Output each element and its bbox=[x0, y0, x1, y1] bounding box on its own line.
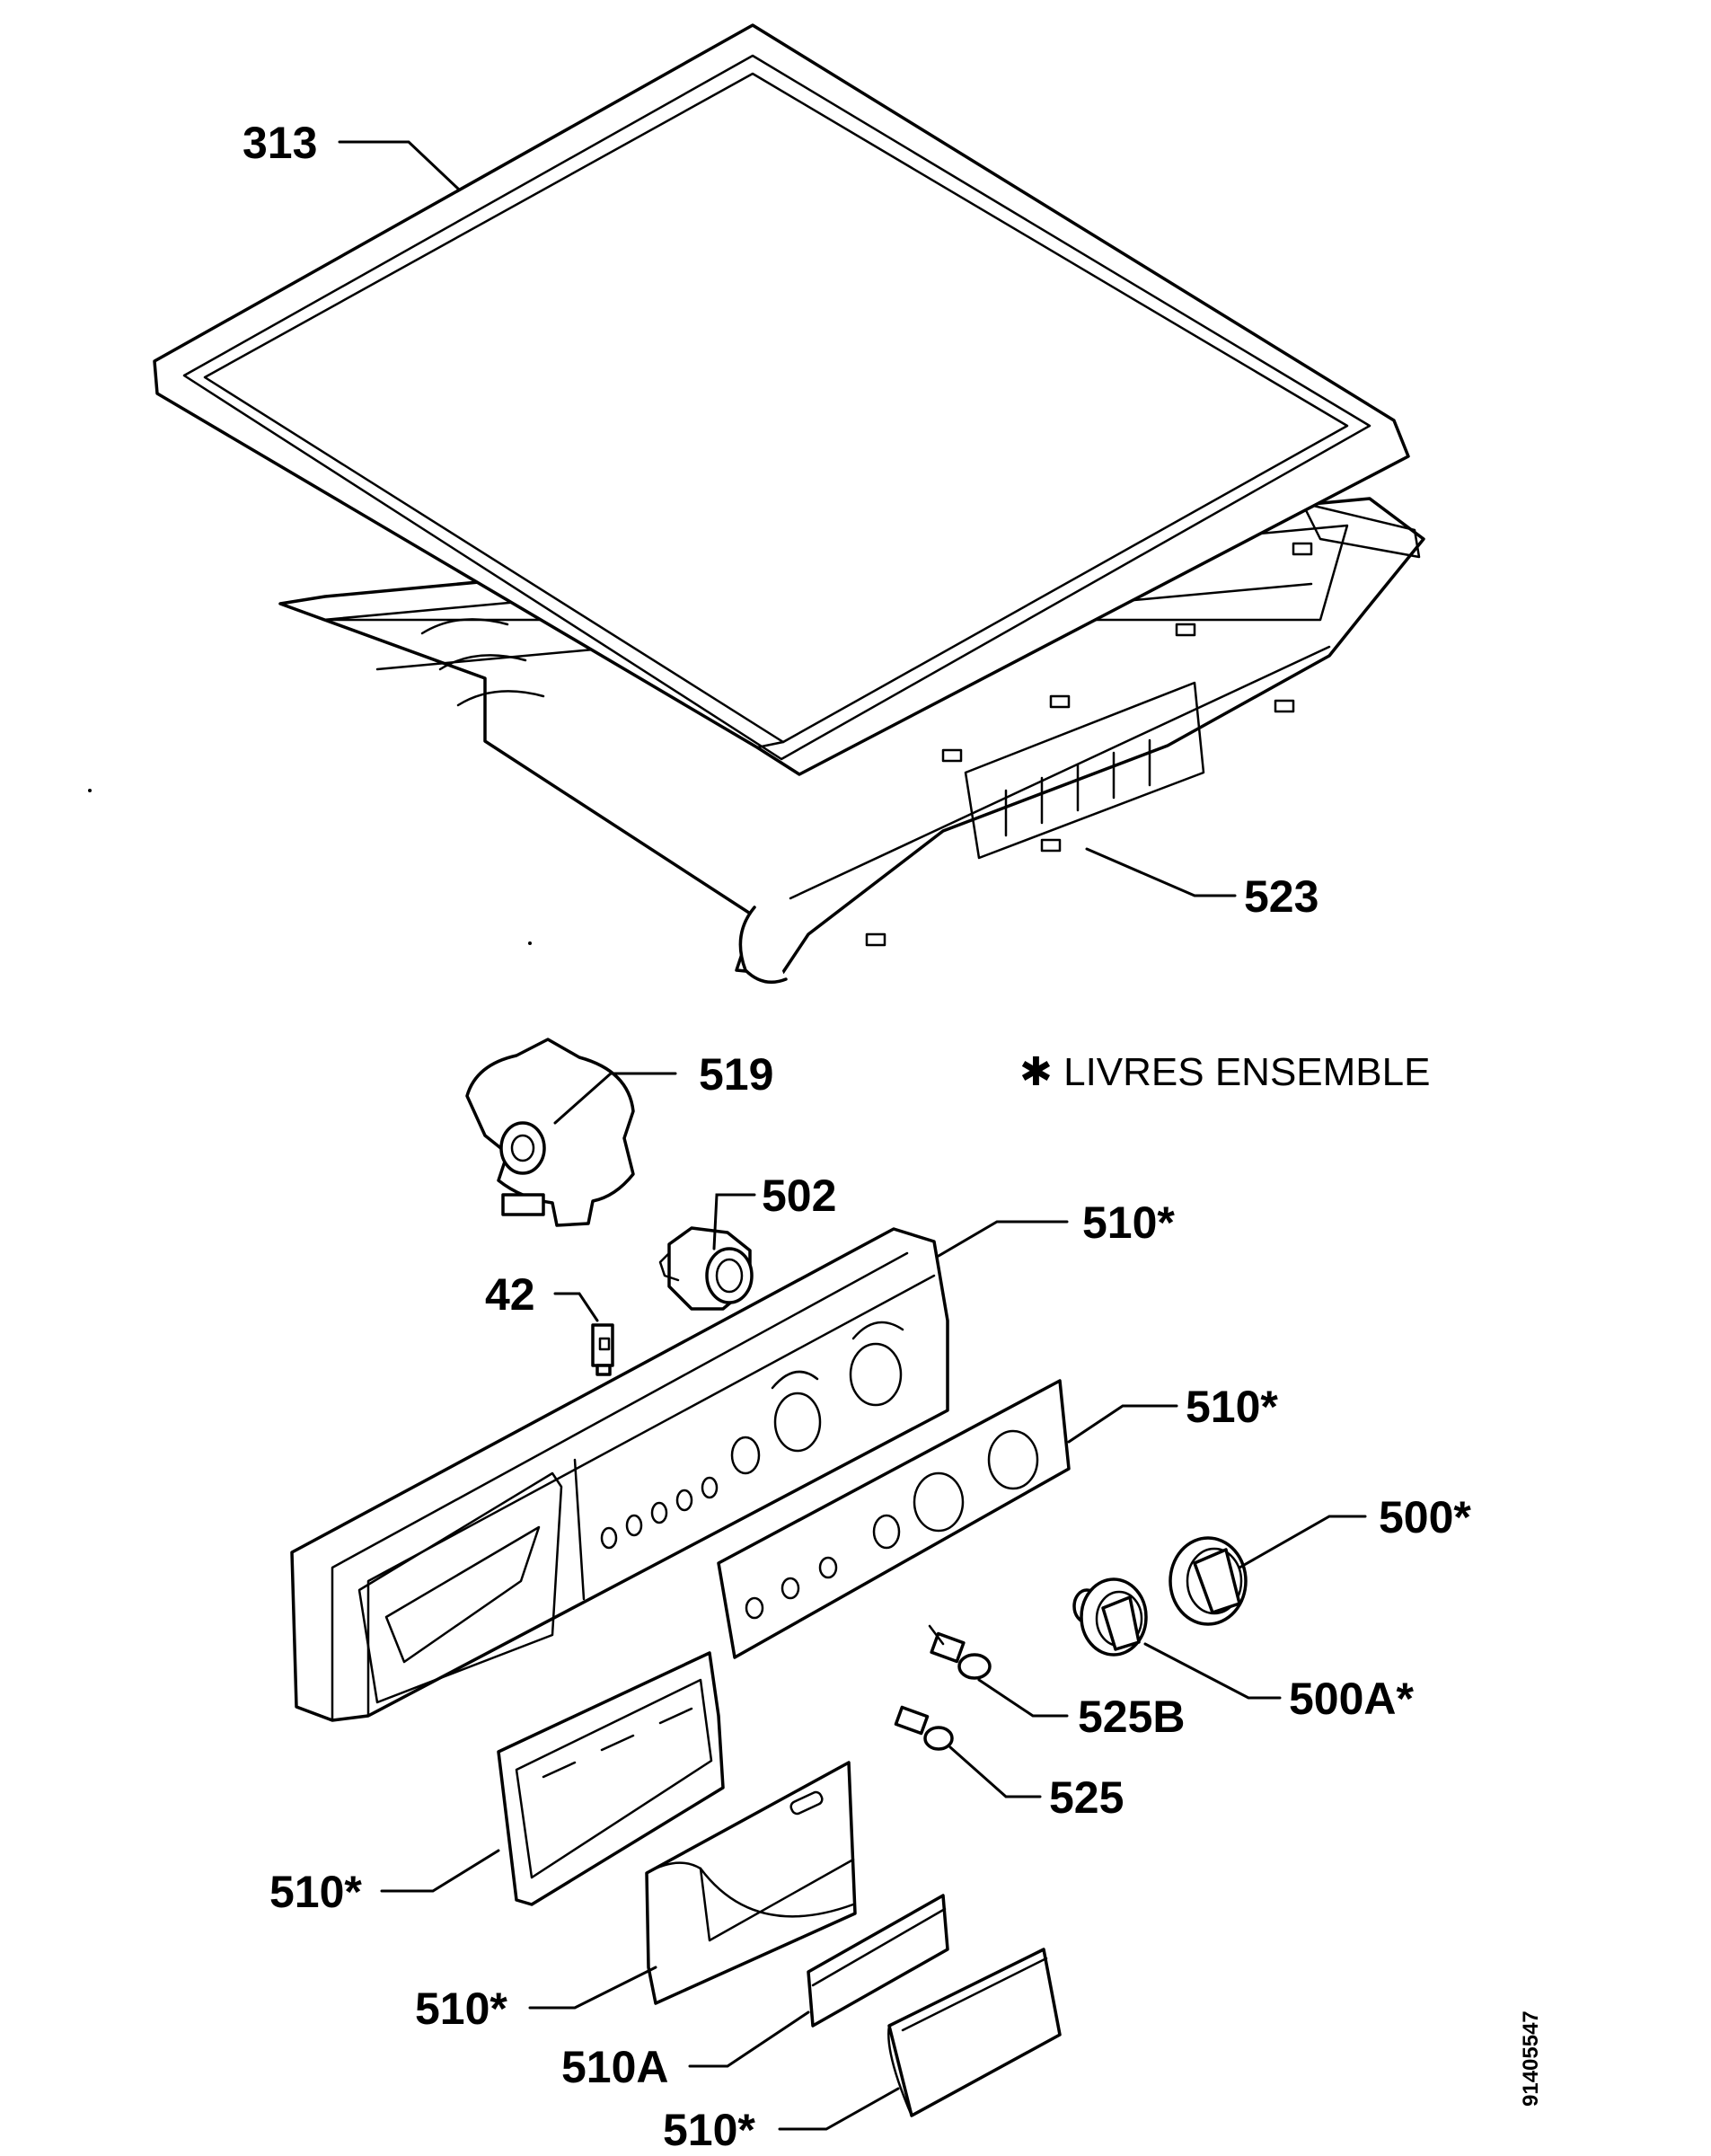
panel-plate-lower-part bbox=[717, 1379, 1071, 1659]
speck-dot bbox=[88, 789, 92, 792]
leader-510-upper bbox=[937, 1220, 1069, 1258]
component-42-part bbox=[591, 1323, 614, 1376]
callout-523: 523 bbox=[1244, 871, 1319, 922]
leader-519 bbox=[553, 1072, 677, 1125]
callout-510-upper: 510* bbox=[1082, 1197, 1175, 1248]
assembly-note: ✱ LIVRES ENSEMBLE bbox=[1019, 1050, 1430, 1094]
lamp-525-part bbox=[894, 1705, 954, 1751]
leader-510-handle bbox=[778, 2087, 900, 2131]
callout-510-dispenser-2: 510* bbox=[415, 1984, 507, 2034]
leader-313 bbox=[338, 140, 460, 190]
callout-519: 519 bbox=[699, 1049, 773, 1100]
callout-42: 42 bbox=[485, 1269, 535, 1320]
leader-500a bbox=[1143, 1642, 1282, 1700]
insert-510a-part bbox=[807, 1894, 949, 2028]
document-number: 91405547 bbox=[1519, 2010, 1543, 2107]
leader-525b bbox=[977, 1678, 1069, 1718]
callout-525: 525 bbox=[1049, 1772, 1124, 1823]
leader-523 bbox=[1085, 847, 1237, 897]
leader-502 bbox=[712, 1193, 756, 1250]
knob-500a-part bbox=[1072, 1577, 1148, 1657]
leader-42 bbox=[553, 1292, 599, 1322]
lamp-525b-part bbox=[928, 1624, 992, 1680]
leader-510-lower bbox=[1067, 1404, 1178, 1444]
speck-dot bbox=[528, 941, 532, 945]
callout-labels: 313 523 519 502 42 510* 510* 500* 500A* … bbox=[243, 118, 1471, 2155]
callout-525b: 525B bbox=[1078, 1692, 1186, 1742]
callout-313: 313 bbox=[243, 118, 317, 168]
callout-510-dispenser-1: 510* bbox=[269, 1867, 362, 1917]
callout-510a: 510A bbox=[561, 2042, 669, 2092]
dispenser-front-2-part bbox=[645, 1761, 857, 2005]
top-cover-part bbox=[153, 23, 1410, 776]
leader-lines bbox=[338, 140, 1367, 2131]
programme-selector-part bbox=[465, 1038, 635, 1227]
callout-500a: 500A* bbox=[1289, 1674, 1415, 1724]
switch-502-part bbox=[658, 1226, 754, 1311]
callout-510-handle: 510* bbox=[663, 2105, 755, 2155]
leader-525 bbox=[948, 1745, 1042, 1798]
leader-510a bbox=[688, 2010, 810, 2068]
callout-500: 500* bbox=[1379, 1492, 1471, 1542]
panel-fascia-upper-part bbox=[290, 1227, 949, 1722]
dispenser-handle-part bbox=[887, 1948, 1062, 2117]
leader-510-dispenser-1 bbox=[380, 1849, 500, 1893]
knob-500-part bbox=[1169, 1536, 1248, 1626]
callout-502: 502 bbox=[762, 1171, 836, 1221]
callout-510-lower: 510* bbox=[1186, 1382, 1278, 1432]
leader-510-dispenser-2 bbox=[528, 1966, 657, 2010]
dispenser-front-1-part bbox=[497, 1651, 725, 1906]
leader-500 bbox=[1238, 1515, 1367, 1569]
